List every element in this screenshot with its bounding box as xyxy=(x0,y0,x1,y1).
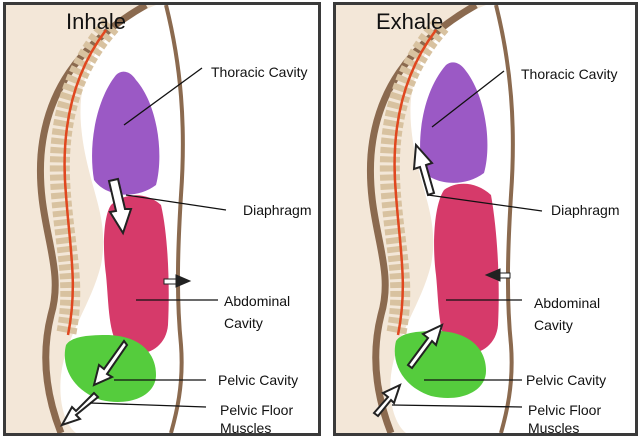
panel-title: Inhale xyxy=(66,9,126,34)
back-outline xyxy=(366,5,478,433)
spinal-cord xyxy=(393,29,437,336)
label-abdominal-line1: Abdominal xyxy=(224,293,291,309)
pelvic-up-arrow xyxy=(406,323,444,370)
thoracic-cavity xyxy=(92,71,160,195)
label-pelvic-floor-line1: Pelvic Floor xyxy=(220,402,294,418)
spinal-cord xyxy=(63,29,107,336)
label-diaphragm: Diaphragm xyxy=(243,202,312,218)
leader-diaphragm xyxy=(125,194,227,211)
front-outline xyxy=(164,5,185,433)
label-abdominal-line1: Abdominal xyxy=(534,295,601,311)
exhale-illustration xyxy=(336,5,543,433)
inhale-illustration xyxy=(6,5,227,433)
label-abdominal-line2: Cavity xyxy=(534,317,573,333)
abdomen-out-arrow xyxy=(163,274,192,288)
label-thoracic-cavity: Thoracic Cavity xyxy=(521,66,618,82)
label-pelvic-floor-line1: Pelvic Floor xyxy=(528,402,602,418)
abdomen-in-arrow xyxy=(484,268,511,282)
label-abdominal-line2: Cavity xyxy=(224,315,263,331)
diaphragm-down-arrow xyxy=(107,177,133,236)
exhale-panel: Exhale Thoracic Cavity Diaphragm Abdomin… xyxy=(333,2,638,436)
label-pelvic-cavity: Pelvic Cavity xyxy=(218,372,299,388)
diaphragm-up-arrow xyxy=(412,142,436,197)
pelvic-down-arrow xyxy=(92,339,129,387)
spine xyxy=(379,18,449,337)
torso-silhouette xyxy=(336,5,486,433)
label-diaphragm: Diaphragm xyxy=(551,202,620,218)
panel-title: Exhale xyxy=(376,9,444,34)
floor-up-arrow xyxy=(372,383,402,418)
leader-floor xyxy=(391,404,523,408)
thoracic-cavity xyxy=(420,62,488,183)
spine xyxy=(49,18,119,337)
leader-diaphragm xyxy=(427,194,543,212)
leader-thoracic xyxy=(431,70,505,128)
leader-thoracic xyxy=(123,67,203,126)
torso-silhouette xyxy=(6,5,156,433)
inhale-panel: Inhale Thoracic Cavity Diaphragm Abdomin… xyxy=(3,2,321,436)
abdominal-cavity xyxy=(434,183,499,354)
label-thoracic-cavity: Thoracic Cavity xyxy=(211,64,308,80)
label-pelvic-cavity: Pelvic Cavity xyxy=(526,372,607,388)
label-pelvic-floor-line2: Muscles xyxy=(220,420,272,436)
back-outline xyxy=(36,5,148,433)
pelvic-cavity xyxy=(394,331,486,399)
floor-down-arrow xyxy=(59,391,100,427)
front-outline xyxy=(494,5,515,433)
abdominal-cavity xyxy=(103,195,169,354)
label-pelvic-floor-line2: Muscles xyxy=(528,420,580,436)
leader-floor xyxy=(89,402,207,408)
